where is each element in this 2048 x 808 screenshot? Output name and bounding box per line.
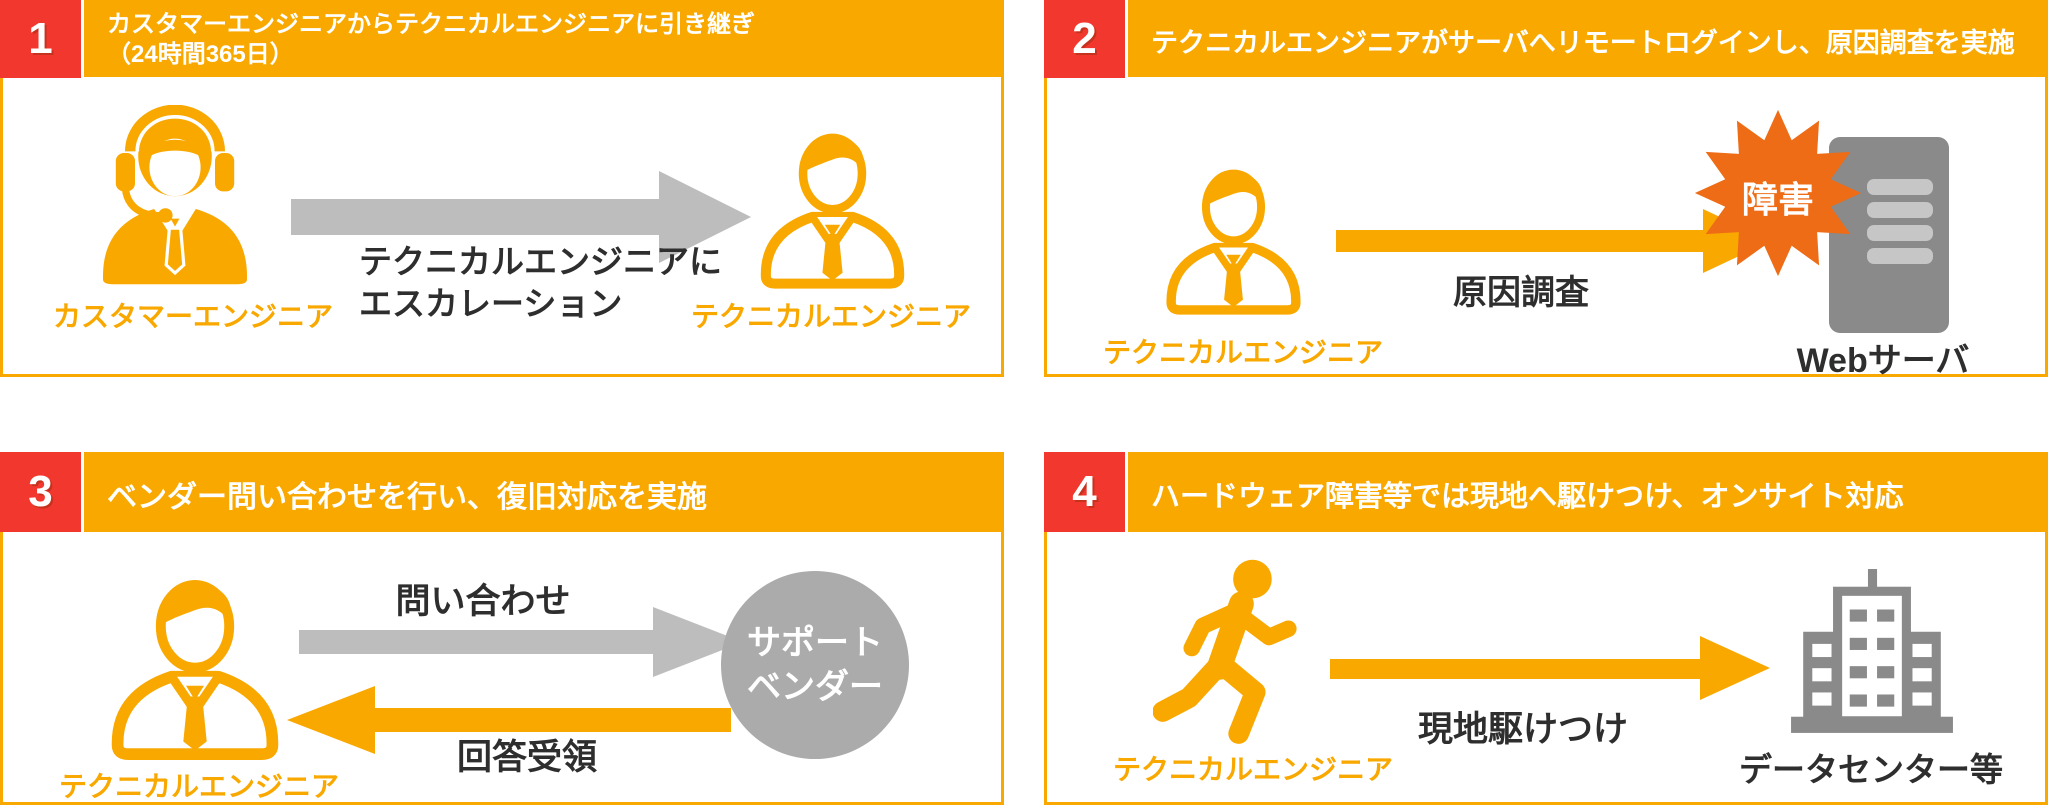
technical-engineer-label: テクニカルエンジニア [1102, 337, 1383, 368]
customer-engineer-icon [103, 105, 247, 285]
step-number: 3 [28, 467, 53, 516]
panel-step1: 1 カスタマーエンジニアからテクニカルエンジニアに引き継ぎ （24時間365日）… [0, 0, 1004, 377]
step4-header: ハードウェア障害等では現地へ駆けつけ、オンサイト対応 [1047, 455, 2045, 532]
technical-engineer-icon [760, 133, 905, 289]
escalation-note: テクニカルエンジニアに エスカレーション [359, 241, 722, 325]
step4-title: ハードウェア障害等では現地へ駆けつけ、オンサイト対応 [1151, 480, 1904, 513]
onsite-note: 現地駆けつけ [1417, 710, 1628, 749]
failure-label: 障害 [1741, 179, 1814, 220]
inquiry-arrow [299, 607, 743, 677]
support-vendor-line1: サポート [747, 624, 883, 662]
step2-number-badge: 2 [1044, 0, 1128, 78]
panel-step4: 4 ハードウェア障害等では現地へ駆けつけ、オンサイト対応 テクニカルエンジニア … [1044, 452, 2048, 805]
step-number: 4 [1072, 467, 1097, 516]
step1-number-badge: 1 [0, 0, 84, 78]
step1-title-line2: （24時間365日） [107, 41, 294, 68]
inquiry-note: 問い合わせ [395, 582, 571, 621]
step-number: 2 [1072, 14, 1097, 63]
escalation-note-line2: エスカレーション [359, 285, 623, 322]
technical-engineer-label: テクニカルエンジニア [690, 301, 971, 332]
step2-title: テクニカルエンジニアがサーバへリモートログインし、原因調査を実施 [1151, 27, 2015, 58]
technical-engineer-icon [1166, 169, 1301, 315]
technical-engineer-icon [111, 579, 279, 760]
data-center-icon [1791, 569, 1953, 733]
step1-header: カスタマーエンジニアからテクニカルエンジニアに引き継ぎ （24時間365日） [3, 3, 1001, 77]
escalation-arrow [291, 171, 751, 263]
support-vendor-line2: ベンダー [747, 668, 883, 706]
step3-title: ベンダー問い合わせを行い、復旧対応を実施 [107, 480, 707, 514]
failure-starburst-icon [1694, 109, 1862, 277]
running-engineer-icon [1153, 559, 1297, 744]
panel-step3: 3 ベンダー問い合わせを行い、復旧対応を実施 テクニカルエンジニア 問い合わせ … [0, 452, 1004, 805]
technical-engineer-label: テクニカルエンジニア [1112, 754, 1393, 785]
step3-number-badge: 3 [0, 452, 84, 532]
step3-header: ベンダー問い合わせを行い、復旧対応を実施 [3, 455, 1001, 532]
support-vendor-circle: サポート ベンダー [721, 571, 909, 759]
web-server-label: Webサーバ [1796, 342, 1970, 380]
web-server-icon [1829, 137, 1949, 333]
investigation-note: 原因調査 [1453, 274, 1589, 312]
step2-header: テクニカルエンジニアがサーバへリモートログインし、原因調査を実施 [1047, 3, 2045, 77]
customer-engineer-label: カスタマーエンジニア [52, 301, 333, 332]
panel-step2: 2 テクニカルエンジニアがサーバへリモートログインし、原因調査を実施 テクニカル… [1044, 0, 2048, 380]
onsite-arrow [1330, 636, 1770, 700]
step4-number-badge: 4 [1044, 452, 1128, 532]
data-center-label: データセンター等 [1739, 751, 2003, 788]
step-number: 1 [28, 14, 53, 63]
escalation-note-line1: テクニカルエンジニアに [359, 243, 722, 280]
answer-arrow [287, 686, 731, 754]
technical-engineer-label: テクニカルエンジニア [58, 771, 339, 802]
answer-note: 回答受領 [456, 738, 597, 777]
step1-title-line1: カスタマーエンジニアからテクニカルエンジニアに引き継ぎ [107, 11, 755, 38]
